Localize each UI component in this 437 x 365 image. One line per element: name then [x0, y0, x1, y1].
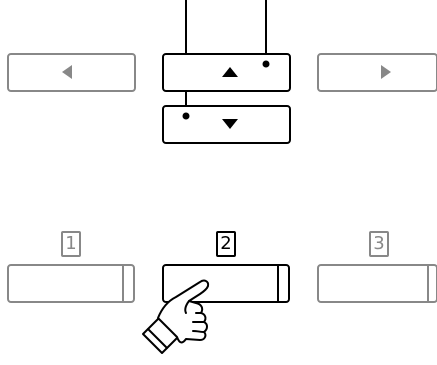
up-arrow-button[interactable]	[162, 53, 291, 92]
triangle-down-icon	[222, 119, 238, 129]
pointing-hand-icon	[142, 279, 210, 354]
key-1-number: 1	[61, 231, 81, 257]
triangle-right-icon	[381, 65, 391, 79]
key-3-button[interactable]	[317, 264, 437, 303]
triangle-up-icon	[222, 67, 238, 77]
down-arrow-button[interactable]	[162, 105, 291, 144]
left-arrow-button[interactable]	[7, 53, 136, 92]
triangle-left-icon	[62, 65, 72, 79]
key-1-button[interactable]	[7, 264, 135, 303]
right-arrow-button[interactable]	[317, 53, 437, 92]
callout-dot-down	[182, 112, 190, 120]
key-2-number: 2	[216, 231, 236, 257]
callout-dot-up	[262, 60, 270, 68]
key-3-number: 3	[369, 231, 389, 257]
